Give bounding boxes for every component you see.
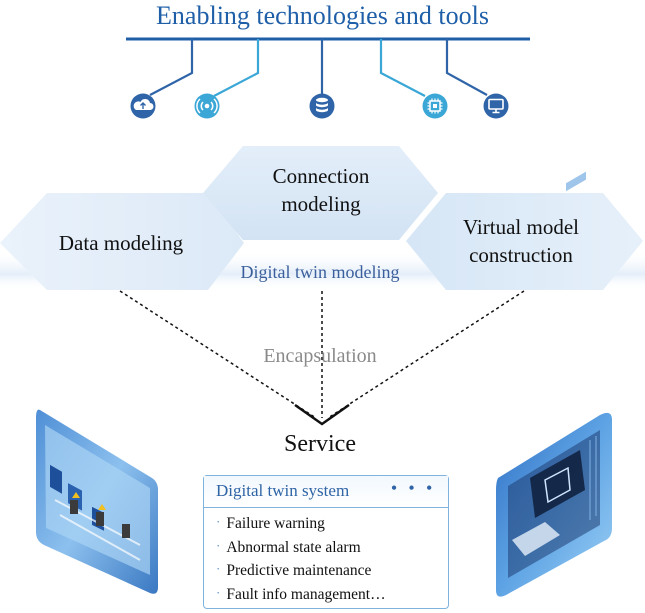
list-item: · Predictive maintenance (216, 559, 442, 583)
list-item: · Abnormal state alarm (216, 536, 442, 560)
bullet-icon: · (216, 514, 221, 529)
panel-header: Digital twin system • • • (204, 476, 448, 508)
encapsulation-lines (119, 290, 525, 419)
factory-screen-left (36, 409, 158, 594)
modeling-hexagons (0, 146, 645, 290)
bullet-icon: · (216, 537, 221, 553)
list-item-text: Failure warning (226, 515, 325, 532)
wireless-signal-icon (194, 93, 220, 119)
digital-twin-system-panel: Digital twin system • • • · Failure warni… (203, 475, 449, 609)
virtual-model-label-line-2: construction (469, 243, 573, 267)
encapsulation-label: Encapsulation (263, 345, 377, 367)
monitor-icon (483, 93, 509, 119)
data-modeling-label-line: Data modeling (58, 231, 184, 255)
chip-icon (422, 93, 448, 119)
dashboard-screen-right (496, 171, 612, 597)
list-item: · Fault info management… (216, 583, 442, 607)
panel-title: Digital twin system (216, 481, 350, 500)
hex-virtual-model-construction (406, 193, 643, 290)
tech-tree-connector (126, 37, 530, 97)
section-title: Enabling technologies and tools (156, 1, 489, 30)
funnel-point (294, 404, 350, 426)
data-modeling-label: Data modeling (26, 229, 216, 257)
digital-twin-modeling-label: Digital twin modeling (240, 262, 400, 282)
hex-data-modeling (0, 193, 244, 290)
bullet-icon: · (216, 584, 221, 600)
connection-modeling-label-line-1: Connection (272, 164, 370, 188)
virtual-model-label-line-1: Virtual model (463, 215, 579, 239)
virtual-model-label: Virtual model construction (436, 213, 606, 269)
more-options-icon: • • • (391, 480, 436, 497)
hex-connection-modeling (203, 146, 438, 240)
list-item-text: Predictive maintenance (226, 562, 372, 579)
service-label: Service (284, 431, 356, 457)
list-item-text: Fault info management… (226, 585, 386, 603)
connection-modeling-label: Connection modeling (228, 162, 414, 218)
cloud-upload-icon (130, 93, 156, 119)
database-icon (309, 93, 335, 119)
list-item: · Failure warning (216, 512, 442, 536)
service-list: · Failure warning · Abnormal state alarm ·… (216, 512, 442, 606)
connection-modeling-label-line-2: modeling (281, 192, 361, 216)
bullet-icon: · (216, 561, 221, 576)
list-item-text: Abnormal state alarm (226, 538, 361, 556)
